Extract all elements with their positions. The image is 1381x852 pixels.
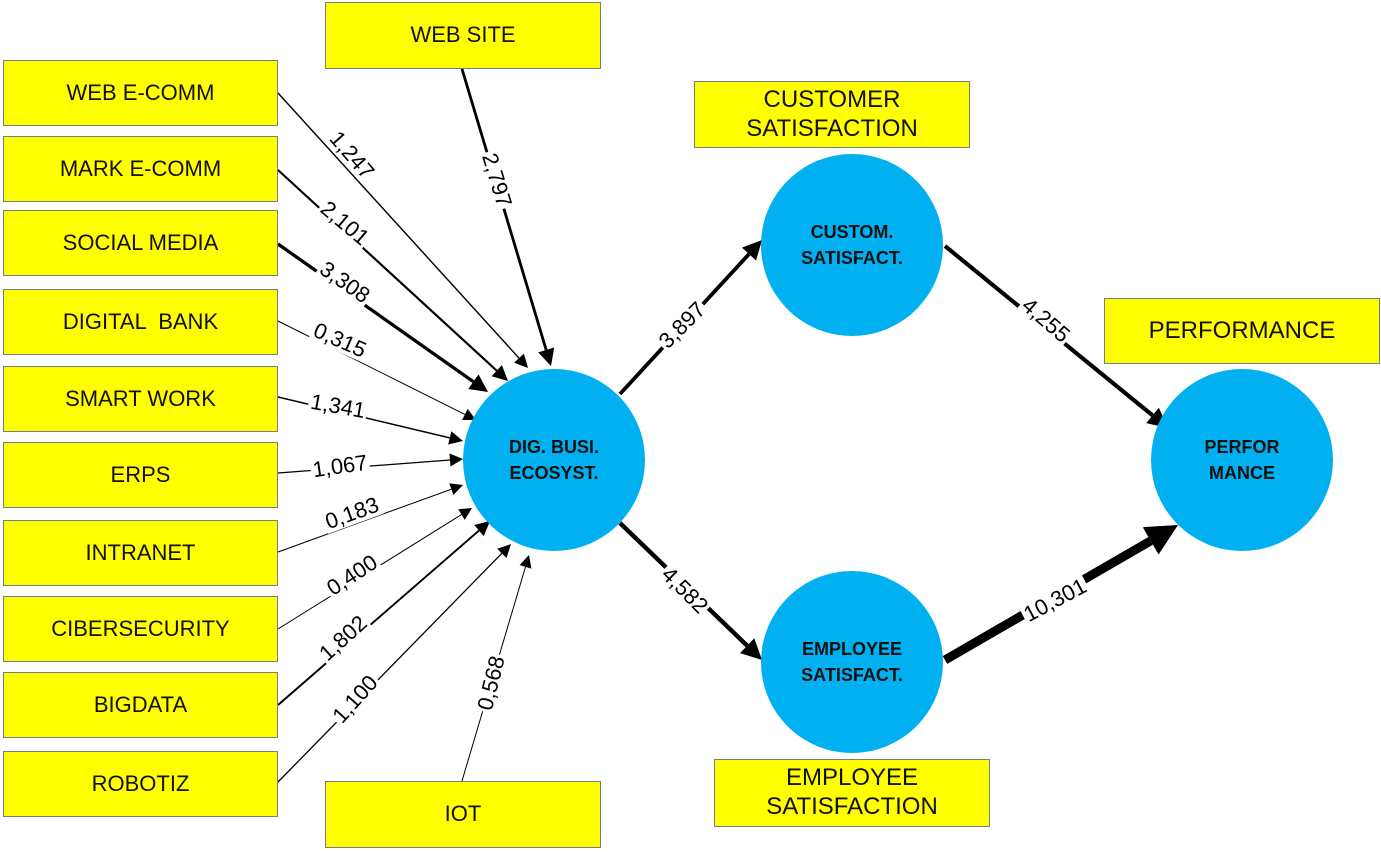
edge-web_site-arrowhead — [538, 347, 555, 366]
performance-node-label: PERFOR MANCE — [1204, 436, 1280, 483]
edge-bigdata-arrowhead — [474, 521, 490, 537]
dig-busi-ecosyst-label: DIG. BUSI. ECOSYST. — [508, 436, 599, 483]
dig-busi-ecosyst-node: DIG. BUSI. ECOSYST. — [463, 369, 645, 551]
digital-bank-label: DIGITAL BANK — [62, 308, 219, 334]
employee-satisfact-node: EMPLOYEE SATISFACT. — [761, 571, 943, 753]
path-employee-perf-arrowhead — [1142, 525, 1178, 555]
edge-cibersecurity-arrowhead — [458, 508, 472, 520]
path-dbe-custom-arrowhead — [741, 240, 762, 261]
web-site-label: WEB SITE — [410, 22, 516, 48]
social-media-box: SOCIAL MEDIA — [3, 210, 278, 276]
customer-satisfaction-title-box: CUSTOMER SATISFACTION — [694, 81, 970, 148]
performance-node: PERFOR MANCE — [1151, 369, 1333, 551]
edge-robotiz-line — [277, 552, 503, 783]
bigdata-label: BIGDATA — [93, 691, 188, 717]
intranet-box: INTRANET — [3, 520, 278, 586]
iot-label: IOT — [444, 801, 482, 827]
performance-title-box: PERFORMANCE — [1104, 298, 1380, 364]
edge-intranet-arrowhead — [449, 483, 463, 496]
intranet-label: INTRANET — [85, 539, 196, 565]
social-media-label: SOCIAL MEDIA — [62, 229, 219, 255]
erps-label: ERPS — [110, 461, 171, 487]
employee-satisfaction-title: EMPLOYEE SATISFACTION — [766, 764, 938, 820]
robotiz-box: ROBOTIZ — [3, 751, 278, 817]
erps-box: ERPS — [3, 442, 278, 508]
customer-satisfaction-title: CUSTOMER SATISFACTION — [746, 85, 918, 142]
edge-web_ecomm-line — [277, 92, 520, 359]
edge-iot-arrowhead — [519, 555, 532, 569]
digital-bank-box: DIGITAL BANK — [3, 289, 278, 355]
performance-title: PERFORMANCE — [1148, 316, 1336, 344]
edge-mark_ecomm-line — [277, 169, 498, 372]
custom-satisfact-label: CUSTOM. SATISFACT. — [801, 221, 903, 268]
web-site-box: WEB SITE — [325, 2, 601, 69]
smart-work-label: SMART WORK — [65, 385, 216, 411]
edge-social_media-arrowhead — [468, 374, 488, 392]
employee-satisfact-label: EMPLOYEE SATISFACT. — [801, 638, 903, 685]
path-dbe-employee-arrowhead — [740, 638, 762, 660]
web-ecomm-box: WEB E-COMM — [3, 60, 278, 126]
edge-smart_work-arrowhead — [448, 431, 463, 445]
iot-box: IOT — [325, 781, 601, 848]
smart-work-box: SMART WORK — [3, 366, 278, 432]
edge-web_site-line — [460, 68, 548, 351]
custom-satisfact-node: CUSTOM. SATISFACT. — [761, 154, 943, 336]
mark-ecomm-label: MARK E-COMM — [59, 155, 222, 181]
edge-mark_ecomm-arrowhead — [491, 365, 508, 381]
robotiz-label: ROBOTIZ — [91, 770, 190, 796]
cibersecurity-box: CIBERSECURITY — [3, 596, 278, 662]
edge-robotiz-arrowhead — [497, 544, 511, 558]
cibersecurity-label: CIBERSECURITY — [51, 615, 230, 641]
mark-ecomm-box: MARK E-COMM — [3, 136, 278, 202]
employee-satisfaction-title-box: EMPLOYEE SATISFACTION — [714, 759, 990, 827]
edge-web_ecomm-arrowhead — [514, 353, 528, 368]
bigdata-box: BIGDATA — [3, 672, 278, 738]
web-ecomm-label: WEB E-COMM — [66, 79, 215, 105]
edge-social_media-line — [277, 242, 475, 384]
edge-erps-arrowhead — [449, 453, 463, 467]
edge-digital_bank-line — [277, 320, 466, 415]
edge-bigdata-line — [277, 529, 480, 706]
